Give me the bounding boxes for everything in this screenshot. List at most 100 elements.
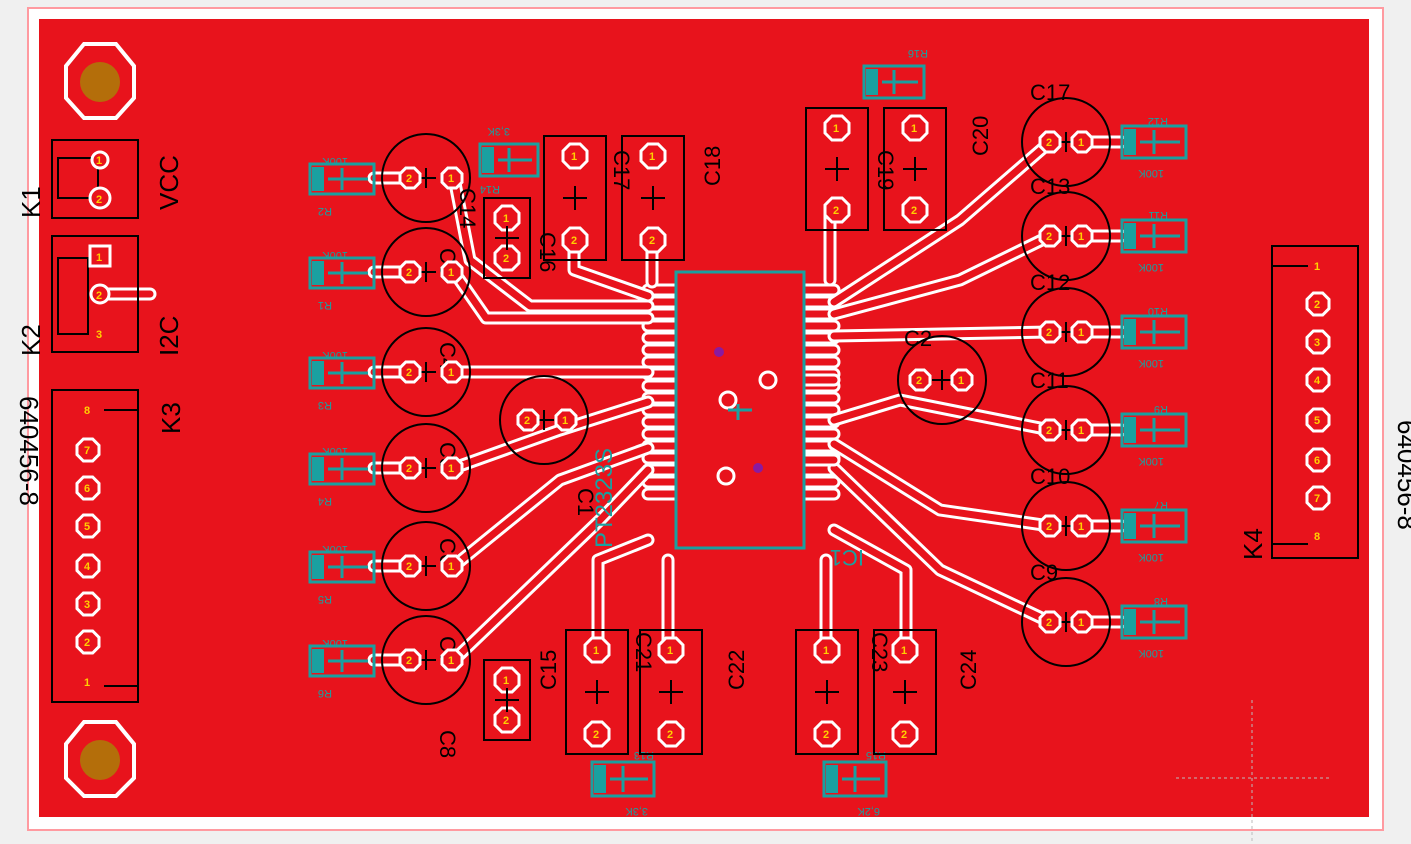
pad-number: 2 [1314,299,1320,311]
res-left-3-value: 100K [322,349,348,361]
pad-number: 2 [833,205,839,217]
res-pad [1124,513,1136,539]
res-outline [1120,604,1188,640]
cap-c14-body[interactable]: 12 [483,197,531,279]
pad [639,226,667,254]
k2-pin2: 2 [96,290,102,302]
k4-pin: 1 [1314,261,1320,273]
pad-number: 1 [1078,425,1084,437]
res-outline [478,142,540,178]
cap-outline [897,335,987,425]
pad-number: 2 [667,729,673,741]
pad-number: 6 [1314,455,1320,467]
pad-number: 7 [84,445,90,457]
cap-right-1-ref: C17 [1030,80,1070,105]
pad-number: 1 [1078,327,1084,339]
cap-outline [381,227,471,317]
cap-right-4-ref: C11 [1030,368,1069,393]
pad [891,636,919,664]
res-right-3-value: 100K [1138,357,1164,369]
pad [1305,291,1331,317]
k2-pin3: 3 [96,329,102,341]
pad-number: 1 [1078,231,1084,243]
pad-number: 4 [1314,375,1321,387]
pad-number: 1 [503,213,509,225]
pad [1305,329,1331,355]
pad-number: 1 [1078,617,1084,629]
origin-crosshair [1176,700,1330,844]
pad [516,408,540,432]
res-left-6[interactable]: R6 100K [308,637,376,699]
cap-left-5[interactable]: 21C7 [381,521,471,664]
cap-outline [565,629,629,755]
connector-k2[interactable]: 1 2 3 [51,235,139,353]
res-r16[interactable]: R16 [862,47,928,100]
trace-core [830,526,910,658]
res-outline [862,64,926,100]
pad-number: 2 [1046,327,1052,339]
pad [75,591,101,617]
pad-number: 2 [406,463,412,475]
pad [908,368,932,392]
cap-outline [1021,287,1111,377]
res-left-6-ref: R6 [318,687,332,699]
cap-outline [639,629,703,755]
trace-core [450,444,652,570]
res-left-6-value: 100K [322,637,348,649]
ic-outline[interactable] [674,270,806,550]
k1-pin1: 1 [96,155,102,167]
k3-pin: 8 [84,405,90,417]
res-pad [1124,223,1136,249]
pad [639,142,667,170]
pad-number: 2 [524,415,530,427]
res-right-5-ref: R7 [1154,499,1168,511]
k2-ref: K2 [16,324,46,356]
connector-k1[interactable]: 1 2 [51,139,139,219]
k2-name: I2C [154,316,184,356]
cap-c23-body[interactable]: 12 [795,629,859,755]
res-outline [308,256,376,290]
cap-c21-body[interactable]: 12 [565,629,629,755]
k1-ref: K1 [16,186,46,218]
trace-core [450,174,652,310]
res-outline [1120,412,1188,448]
pad [398,360,422,384]
pad [1038,224,1062,248]
pad-number: 5 [84,521,90,533]
cap-outline [805,107,869,231]
pad-number: 1 [823,645,829,657]
